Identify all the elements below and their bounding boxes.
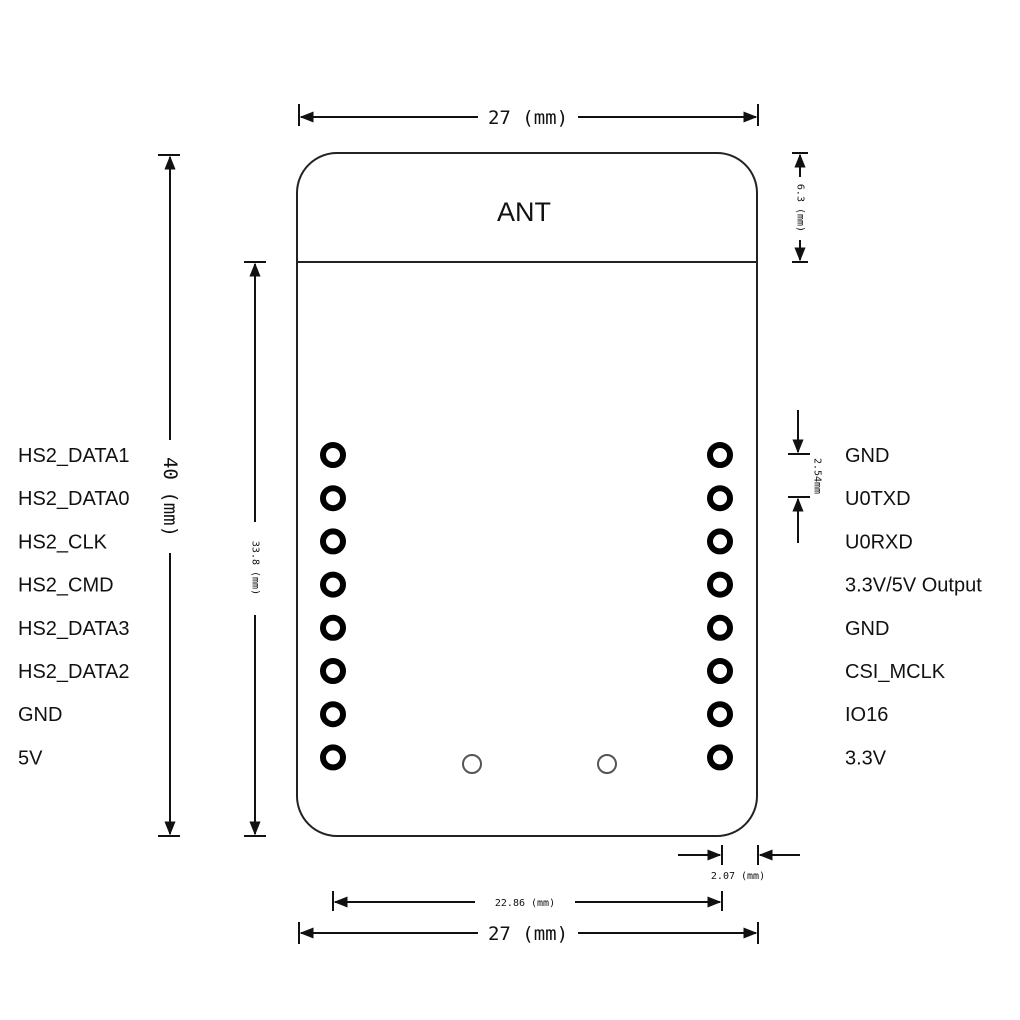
right-pin-label: U0TXD xyxy=(845,488,911,510)
right-pin-hole xyxy=(707,528,733,555)
right-pin-hole xyxy=(707,614,733,641)
right-pin-label: 3.3V xyxy=(845,747,887,769)
left-pin-label: HS2_DATA3 xyxy=(18,618,130,640)
right-pin-hole xyxy=(707,701,733,728)
antenna-height-label: 6.3 (mm) xyxy=(795,184,806,232)
pin-pitch-dimension: 2.54mm xyxy=(788,410,823,543)
antenna-height-dimension: 6.3 (mm) xyxy=(792,152,808,263)
mounting-hole-left xyxy=(462,754,482,774)
right-pin-label: CSI_MCLK xyxy=(845,661,946,683)
left-pin-label: 5V xyxy=(18,747,43,769)
top-width-dimension: 27 (mm) xyxy=(298,104,759,129)
left-pin-label: HS2_DATA2 xyxy=(18,661,130,683)
pin-row-spacing-label: 22.86 (mm) xyxy=(495,898,555,909)
right-pin-label: 3.3V/5V Output xyxy=(845,575,982,597)
left-pin-label: GND xyxy=(18,704,62,726)
right-pin-hole xyxy=(707,442,733,468)
left-pin-hole xyxy=(320,701,346,728)
left-pin-label: HS2_DATA0 xyxy=(18,488,130,510)
right-pin-hole xyxy=(707,571,733,598)
right-pin-hole xyxy=(707,485,733,512)
right-pin-label: GND xyxy=(845,618,889,640)
overall-height-label: 40 (mm) xyxy=(159,457,181,537)
body-height-label: 33.8 (mm) xyxy=(250,541,261,595)
bottom-width-dimension: 27 (mm) xyxy=(298,922,759,945)
right-pin-label: GND xyxy=(845,445,889,467)
bottom-width-label: 27 (mm) xyxy=(488,923,568,945)
left-pin-hole xyxy=(320,485,346,512)
left-pin-hole xyxy=(320,442,346,468)
left-pin-hole xyxy=(320,658,346,684)
left-pin-hole xyxy=(320,571,346,598)
pin-pitch-label: 2.54mm xyxy=(812,458,823,494)
right-pin-hole xyxy=(707,658,733,684)
edge-offset-label: 2.07 (mm) xyxy=(711,871,765,882)
left-pin-hole xyxy=(320,744,346,771)
antenna-label: ANT xyxy=(497,197,551,227)
right-pin-label: U0RXD xyxy=(845,531,913,553)
left-pin-label: HS2_CMD xyxy=(18,575,114,597)
right-pin-header xyxy=(707,442,733,771)
left-pin-label: HS2_CLK xyxy=(18,531,108,553)
left-pin-header xyxy=(320,442,346,771)
module-board-outline xyxy=(296,152,758,837)
body-height-dimension: 33.8 (mm) xyxy=(244,261,266,837)
top-width-label: 27 (mm) xyxy=(488,107,568,129)
left-pin-hole xyxy=(320,528,346,555)
edge-offset-dimension: 2.07 (mm) xyxy=(678,845,800,882)
right-pin-label: IO16 xyxy=(845,704,888,726)
mounting-hole-right xyxy=(597,754,617,774)
overall-height-dimension: 40 (mm) xyxy=(158,154,181,837)
right-pin-hole xyxy=(707,744,733,771)
left-pin-label: HS2_DATA1 xyxy=(18,445,130,467)
pin-row-spacing-dimension: 22.86 (mm) xyxy=(332,891,723,911)
left-pin-hole xyxy=(320,614,346,641)
